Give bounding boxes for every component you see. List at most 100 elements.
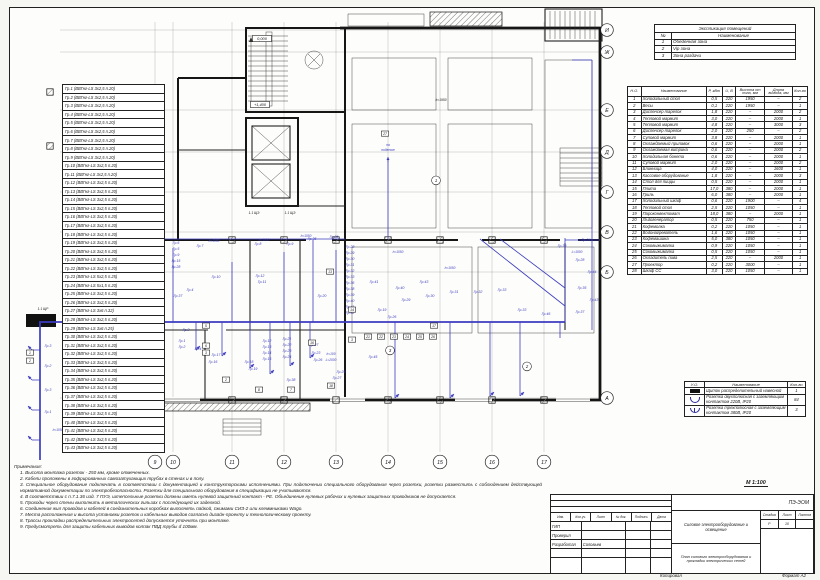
symbol-name: Розетка трехполюсная с заземляющим конта… xyxy=(704,404,788,417)
axis-label: Ж xyxy=(604,50,611,56)
plan-annotation: Гр.11 xyxy=(258,280,267,284)
equip-length: 2000 xyxy=(763,210,794,218)
plan-annotation: 2 xyxy=(28,359,31,363)
note-item: 4. В соответствии с п.7.1.36 изд. 7 ПУЭ,… xyxy=(20,493,457,499)
plan-annotation: 1.1 ЩЭ xyxy=(285,211,297,215)
plan-annotation: 23 xyxy=(391,335,396,339)
plan-annotation: Гр.30 xyxy=(346,257,355,261)
axis-bubble xyxy=(432,454,448,470)
equip-qty: 1 xyxy=(792,134,808,142)
plan-annotation: Гр.33 xyxy=(558,244,567,248)
plan-annotation: Гр.4 xyxy=(187,288,194,292)
plan-annotation: подвеске xyxy=(381,148,395,152)
title-role-row: Проверил xyxy=(551,531,671,540)
revision-header: Подпись xyxy=(632,513,652,521)
axis-bubble xyxy=(600,185,614,199)
cable-group-row: Гр.14 (ВВГнг-LS 3х2,5 п.20) xyxy=(63,196,164,205)
equip-length: 2000 xyxy=(763,140,794,148)
symbol-row: Розетка двухполюсная с заземляющим конта… xyxy=(683,393,807,406)
equip-length: – xyxy=(763,216,794,225)
equip-height: 1050 xyxy=(735,229,765,237)
plan-annotation: Гр.20 xyxy=(318,294,327,298)
equip-height: 250 xyxy=(735,127,765,136)
axis-bubble xyxy=(536,454,552,470)
equip-height: 1050 xyxy=(735,242,765,250)
equip-qty: 1 xyxy=(792,216,808,225)
axis-bubble xyxy=(484,454,500,470)
cable-group-row: Гр.35 (ВВГнг-LS 3х2,5 п.20) xyxy=(63,376,164,385)
symbol-name: Розетка двухполюсная с заземляющим конта… xyxy=(704,393,788,406)
equip-name: Суповой мармит xyxy=(640,159,707,167)
axis-label: Д xyxy=(604,150,609,156)
stage-value: Р xyxy=(761,520,779,528)
doc-title: Силовое электрооборудование и освещение xyxy=(672,511,760,544)
equipment-row: 17 Холодильный шкаф 0,6 220 1900 – 4 xyxy=(627,197,808,206)
column-header: Наименование xyxy=(640,86,707,97)
symbol-icon xyxy=(689,388,700,394)
cable-group-row: Гр.37 (ВВГнг-LS 3х2,5 п.20) xyxy=(63,393,164,402)
plan-annotation: Гр.43 xyxy=(420,280,429,284)
equip-name: Холодильная бонета xyxy=(640,153,707,161)
plan-annotation: Гр.14 xyxy=(263,351,272,355)
plan-annotation: Гр.28 xyxy=(346,245,355,249)
plan-annotation: Гр.37 xyxy=(174,294,184,298)
equip-power: 0,6 xyxy=(705,153,723,161)
sheets-label: Листов xyxy=(798,513,812,517)
cable-group-row: Гр.30 (ВВГнг-LS 3х2,5 п.20) xyxy=(63,333,164,342)
equip-length: 2000 xyxy=(763,172,794,180)
equip-name: Суповой мармит xyxy=(640,134,707,142)
equip-height: 1050 xyxy=(735,248,765,256)
plan-annotation: Гр.17 xyxy=(212,353,222,357)
equip-power: 3,0 xyxy=(705,267,723,276)
axis-bubble xyxy=(276,454,292,470)
plan-annotation: h=1050 xyxy=(301,234,312,238)
role-label: Разработал xyxy=(551,540,582,548)
column xyxy=(228,396,236,404)
equip-power: 2,0 xyxy=(705,159,723,167)
equip-power: 0,5 xyxy=(705,178,723,187)
equip-name: Тепловой стол xyxy=(640,204,707,212)
column-header: Кол-во xyxy=(786,380,807,389)
plan-annotation: Гр.35 xyxy=(308,237,317,241)
plan-annotation: Гр.38 xyxy=(346,287,355,291)
plan-annotation: 1.1 ЩЭ xyxy=(249,211,261,215)
room-number: 2 xyxy=(654,45,672,54)
plan-annotation: 14 xyxy=(350,308,354,312)
column-header: Н.О. xyxy=(627,86,642,97)
plan-annotation: Гр.30 xyxy=(426,294,435,298)
column xyxy=(488,396,496,404)
plan-annotation: Гр.35 xyxy=(578,286,587,290)
notes-block: Примечания: 1. Высота монтажа розеток - … xyxy=(14,464,542,530)
axis-label: 17 xyxy=(541,460,548,466)
column xyxy=(436,396,444,404)
cable-group-row: Гр.33 (ВВГнг-LS 3х2,5 п.20) xyxy=(63,359,164,368)
axis-bubble xyxy=(600,145,614,159)
axis-label: 16 xyxy=(489,460,495,466)
column xyxy=(332,236,340,244)
plan-annotation: Гр.18 xyxy=(245,360,254,364)
plan-annotation: Гр.42 xyxy=(346,311,355,315)
axis-label: 11 xyxy=(229,460,234,466)
plan-annotation: Гр.33 xyxy=(346,275,355,279)
plan-annotation: Гр.41 xyxy=(370,280,379,284)
equip-height: – xyxy=(735,191,765,199)
plan-annotation: Гр.7 xyxy=(197,244,205,248)
cable-group-row: Гр.15 (ВВГнг-LS 3х2,5 п.20) xyxy=(63,205,164,214)
cable-group-row: Гр.41 (ВВГнг-LS 3х2,5 п.20) xyxy=(63,427,164,436)
cable-group-row: Гр.24 (ВВГнг-LS 5х1,5 п.20) xyxy=(63,282,164,291)
cable-group-row: Гр.43 (ВВГнг-LS 3х2,5 п.20) xyxy=(65,445,118,451)
column xyxy=(228,236,236,244)
axis-bubble xyxy=(224,454,240,470)
equip-height: – xyxy=(735,172,765,180)
axis-bubble xyxy=(380,454,396,470)
equip-power: 0,9 xyxy=(705,242,723,250)
equip-name: Соковыжималка xyxy=(640,242,707,250)
sheet-label: Лист xyxy=(779,511,797,519)
equip-name: Соковыжималка xyxy=(640,248,707,256)
equipment-row: 11 Суповой мармит 2,0 220 – 2000 2 xyxy=(627,159,808,167)
column xyxy=(384,396,392,404)
column xyxy=(488,236,496,244)
plan-annotation: 7 xyxy=(290,388,292,392)
plan-annotation: Гр.32 xyxy=(346,269,355,273)
cable-group-row: Гр.28 (ВВГнг-LS 3х2,5 п.20) xyxy=(63,316,164,325)
